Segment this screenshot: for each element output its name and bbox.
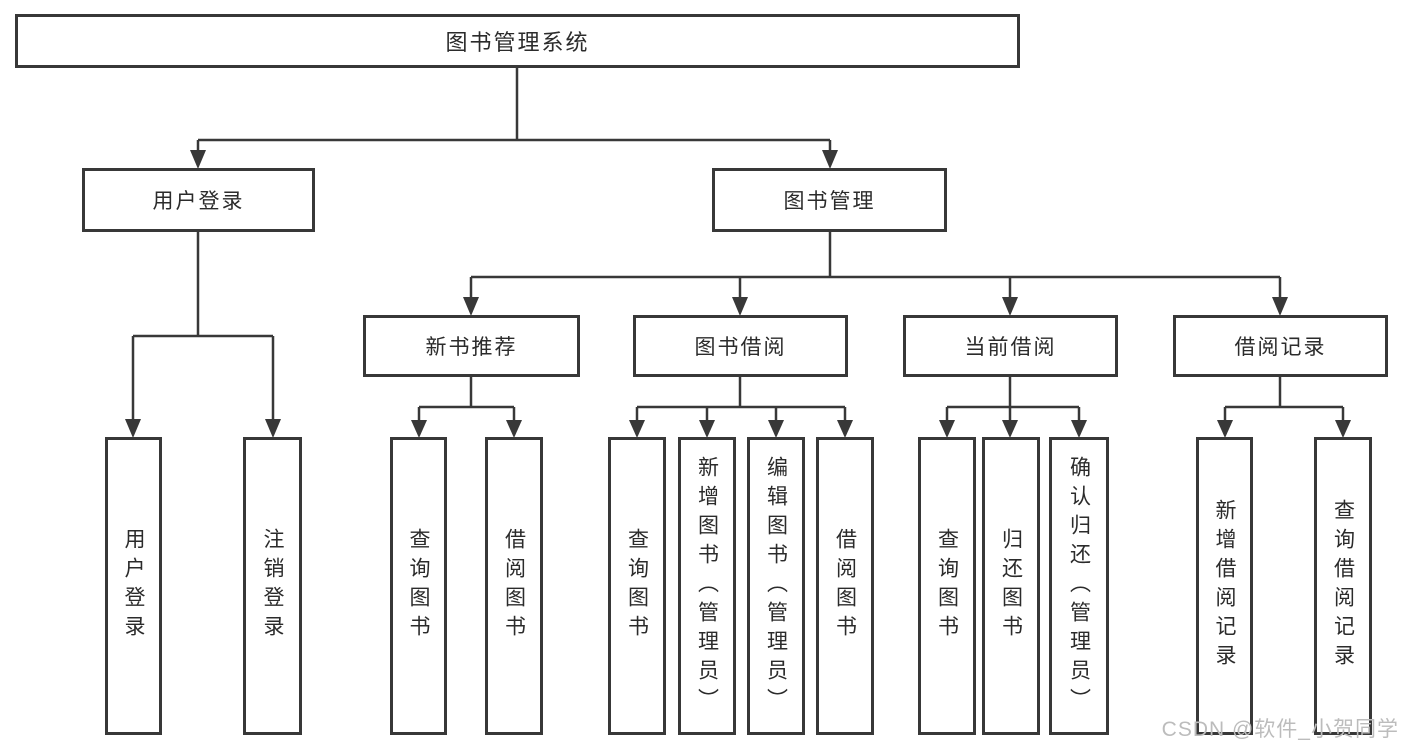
leaf-label: 编辑图书（管理员） xyxy=(764,455,788,717)
arrowhead-icon xyxy=(1002,420,1018,438)
leaf-label: 确认归还（管理员） xyxy=(1067,455,1091,717)
edge-book-management-to-level3 xyxy=(469,232,1282,298)
arrowhead-icon xyxy=(629,420,645,438)
arrowhead-icon xyxy=(1272,297,1288,316)
leaf-logout: 注销登录 xyxy=(243,437,302,735)
node-root-label: 图书管理系统 xyxy=(445,30,590,55)
arrowhead-icon xyxy=(1002,297,1018,316)
node-label: 借阅记录 xyxy=(1234,336,1327,359)
leaf-label: 查询借阅记录 xyxy=(1331,499,1355,673)
leaf-add-books-admin: 新增图书（管理员） xyxy=(678,437,736,735)
arrowhead-icon xyxy=(768,420,784,438)
arrowhead-icon xyxy=(732,297,748,316)
arrowhead-icon xyxy=(939,420,955,438)
arrowhead-icon xyxy=(1335,420,1351,438)
leaf-return-books: 归还图书 xyxy=(982,437,1040,735)
leaf-query-books-current: 查询图书 xyxy=(918,437,976,735)
node-user-login-branch: 用户登录 xyxy=(82,168,315,232)
node-book-borrowing: 图书借阅 xyxy=(633,315,848,377)
arrowhead-icon xyxy=(1217,420,1233,438)
arrowhead-icon xyxy=(506,420,522,438)
leaf-add-borrow-record: 新增借阅记录 xyxy=(1196,437,1253,735)
node-label: 图书管理 xyxy=(783,190,876,213)
node-label: 图书借阅 xyxy=(694,336,787,359)
arrowhead-icon xyxy=(1071,420,1087,438)
node-root: 图书管理系统 xyxy=(15,14,1020,68)
leaf-user-login: 用户登录 xyxy=(105,437,162,735)
node-new-book-recommend: 新书推荐 xyxy=(363,315,580,377)
node-borrowing-records: 借阅记录 xyxy=(1173,315,1388,377)
leaf-label: 用户登录 xyxy=(122,528,145,644)
leaf-borrow-books-borrowing: 借阅图书 xyxy=(816,437,874,735)
leaf-label: 借阅图书 xyxy=(833,528,857,644)
leaf-query-books-borrowing: 查询图书 xyxy=(608,437,666,735)
leaf-label: 归还图书 xyxy=(999,528,1023,644)
edge-root-to-level2 xyxy=(196,68,832,151)
arrowhead-icon xyxy=(837,420,853,438)
arrowhead-icon xyxy=(699,420,715,438)
leaf-label: 注销登录 xyxy=(261,528,284,644)
leaf-edit-books-admin: 编辑图书（管理员） xyxy=(747,437,805,735)
leaf-query-borrow-record: 查询借阅记录 xyxy=(1314,437,1372,735)
leaf-confirm-return-admin: 确认归还（管理员） xyxy=(1049,437,1109,735)
arrowhead-icon xyxy=(822,150,838,169)
edge-user-login-to-leaves xyxy=(131,232,275,420)
node-current-borrowing: 当前借阅 xyxy=(903,315,1118,377)
arrowhead-icon xyxy=(265,419,281,438)
leaf-label: 新增图书（管理员） xyxy=(695,455,719,717)
node-label: 当前借阅 xyxy=(964,336,1057,359)
arrowhead-icon xyxy=(125,419,141,438)
edge-borrowing-records-to-leaves xyxy=(1223,377,1345,421)
leaf-label: 查询图书 xyxy=(407,528,430,644)
csdn-watermark: CSDN @软件_小贺同学 xyxy=(1161,718,1399,741)
leaf-query-books-recommend: 查询图书 xyxy=(390,437,447,735)
node-label: 新书推荐 xyxy=(425,336,518,359)
edge-new-book-recommend-to-leaves xyxy=(417,377,516,421)
leaf-borrow-books-recommend: 借阅图书 xyxy=(485,437,543,735)
arrowhead-icon xyxy=(190,150,206,169)
leaf-label: 借阅图书 xyxy=(502,528,526,644)
arrowhead-icon xyxy=(463,297,479,316)
node-book-management-branch: 图书管理 xyxy=(712,168,947,232)
edge-current-borrowing-to-leaves xyxy=(945,377,1081,421)
arrowheads xyxy=(125,150,1351,438)
arrowhead-icon xyxy=(411,420,427,438)
edge-book-borrowing-to-leaves xyxy=(635,377,847,421)
leaf-label: 查询图书 xyxy=(935,528,959,644)
leaf-label: 查询图书 xyxy=(625,528,649,644)
node-label: 用户登录 xyxy=(152,190,245,213)
leaf-label: 新增借阅记录 xyxy=(1213,499,1236,673)
